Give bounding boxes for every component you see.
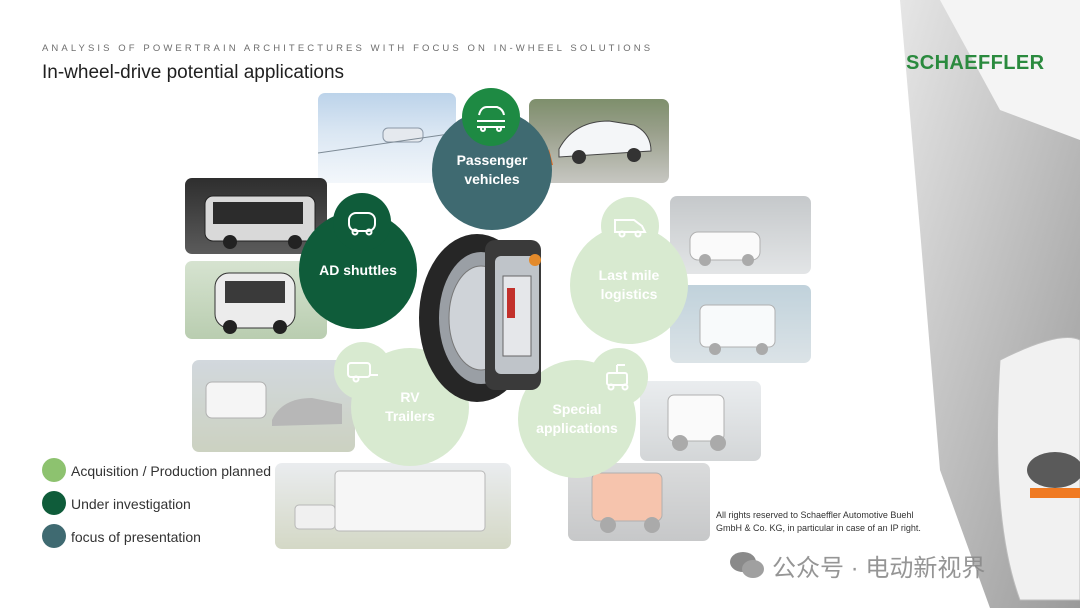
photo-special-cart	[568, 463, 710, 541]
photo-rv-camper	[275, 463, 511, 549]
caravan-icon	[334, 342, 392, 400]
legend-label-focus: focus of presentation	[71, 529, 201, 545]
legend-dot-focus	[42, 524, 66, 548]
page-title: In-wheel-drive potential applications	[42, 62, 345, 83]
rights-notice: All rights reserved to Schaeffler Automo…	[716, 510, 921, 533]
in-wheel-motor-image	[415, 226, 555, 402]
legend-label-planned: Acquisition / Production planned	[71, 463, 272, 479]
photo-ad-shuttle-top	[185, 178, 327, 254]
cart-icon	[590, 348, 648, 406]
photo-rv-car-trailer	[192, 360, 355, 452]
van-icon	[601, 197, 659, 255]
watermark-text: 公众号 · 电动新视界	[772, 555, 986, 582]
photo-last-mile-top	[670, 196, 811, 274]
car-icon	[462, 88, 520, 146]
section-supertitle: ANALYSIS OF POWERTRAIN ARCHITECTURES WIT…	[42, 43, 654, 54]
photo-passenger-snow	[318, 93, 456, 183]
photo-special-sweeper	[640, 381, 761, 461]
photo-passenger-ford	[529, 99, 669, 183]
legend-dot-investigation	[42, 491, 66, 515]
legend-label-investigation: Under investigation	[71, 496, 191, 512]
legend-dot-planned	[42, 458, 66, 482]
background-vehicle-panel	[880, 0, 1080, 608]
wechat-icon	[728, 549, 766, 581]
photo-last-mile-bottom	[670, 285, 811, 363]
shuttle-icon	[333, 193, 391, 251]
schaeffler-logo: SCHAEFFLER	[906, 52, 1045, 74]
